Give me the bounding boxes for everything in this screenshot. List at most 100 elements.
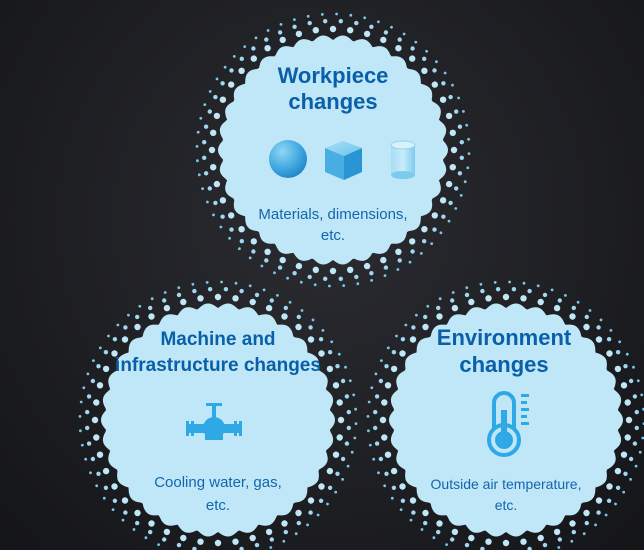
decorative-dot: [207, 287, 213, 292]
decorative-dot: [369, 271, 374, 276]
decorative-dot: [402, 32, 406, 36]
decorative-dot: [443, 71, 447, 75]
decorative-dot: [296, 520, 301, 526]
decorative-dot: [480, 546, 485, 550]
decorative-dot: [570, 539, 574, 543]
machine-infrastructure-changes-badge: Machine and infrastructure changes Cooli…: [101, 303, 335, 537]
decorative-dot: [215, 77, 219, 81]
decorative-dot: [260, 264, 264, 268]
decorative-dot: [527, 288, 532, 294]
decorative-dot: [614, 365, 622, 373]
decorative-dot: [288, 300, 292, 304]
decorative-dot: [338, 276, 343, 281]
decorative-dot: [426, 304, 430, 308]
decorative-dot: [502, 293, 510, 301]
decorative-dot: [228, 212, 235, 219]
decorative-dot: [328, 284, 331, 288]
decorative-dot: [615, 485, 621, 490]
decorative-dot: [606, 350, 613, 357]
decorative-dot: [449, 164, 456, 171]
decorative-dot: [249, 534, 256, 542]
decorative-dot: [537, 298, 544, 306]
decorative-dot: [614, 467, 622, 475]
decorative-dot: [445, 543, 448, 546]
decorative-dot: [269, 298, 274, 303]
decorative-dot: [102, 365, 110, 373]
decorative-dot: [374, 441, 380, 446]
decorative-dot: [251, 249, 256, 254]
decorative-dot: [308, 510, 313, 515]
decorative-dot: [381, 434, 388, 441]
decorative-dot: [451, 528, 459, 536]
decorative-dot: [180, 298, 187, 306]
decorative-dot: [342, 284, 346, 287]
decorative-dot: [384, 364, 389, 369]
decorative-dot: [408, 260, 412, 264]
decorative-dot: [390, 467, 398, 475]
decorative-dot: [281, 313, 288, 320]
decorative-dot: [373, 409, 378, 415]
decorative-dot: [527, 546, 532, 550]
decorative-dot: [308, 325, 313, 330]
decorative-dot: [445, 112, 453, 120]
decorative-dot: [400, 498, 406, 503]
decorative-dot: [564, 294, 567, 297]
decorative-dot: [344, 394, 350, 399]
decorative-dot: [399, 350, 406, 357]
decorative-dot: [279, 256, 286, 264]
decorative-dot: [85, 409, 90, 415]
valve-icon: [186, 403, 242, 440]
decorative-dot: [381, 399, 388, 406]
decorative-dot: [307, 497, 315, 504]
decorative-dot: [337, 416, 345, 424]
decorative-dot: [628, 378, 634, 384]
decorative-dot: [411, 510, 416, 515]
decorative-dot: [86, 372, 90, 376]
decorative-dot: [341, 478, 344, 481]
decorative-dot: [550, 288, 554, 292]
decorative-dot: [234, 281, 238, 285]
decorative-dot: [370, 279, 373, 282]
decorative-dot: [542, 292, 548, 298]
decorative-dot: [449, 129, 456, 136]
decorative-dot: [132, 528, 136, 531]
decorative-dot: [557, 537, 562, 542]
decorative-dot: [463, 180, 467, 184]
decorative-dot: [467, 152, 471, 156]
sphere-icon: [269, 140, 307, 178]
decorative-dot: [354, 274, 359, 280]
decorative-dot: [191, 282, 195, 286]
decorative-dot: [162, 298, 167, 303]
decorative-dot: [116, 323, 120, 327]
decorative-dot: [320, 13, 324, 16]
decorative-dot: [336, 434, 343, 441]
decorative-dot: [326, 502, 329, 506]
decorative-dot: [465, 286, 469, 290]
decorative-dot: [251, 46, 256, 51]
decorative-dot: [86, 394, 92, 399]
decorative-dot: [96, 451, 104, 458]
decorative-dot: [634, 464, 638, 468]
decorative-dot: [520, 538, 527, 545]
decorative-dot: [281, 520, 288, 527]
decorative-dot: [327, 350, 333, 355]
decorative-dot: [299, 280, 303, 284]
decorative-dot: [467, 137, 470, 141]
decorative-dot: [625, 352, 629, 356]
decorative-dot: [363, 262, 371, 270]
decorative-dot: [432, 68, 437, 73]
decorative-dot: [264, 258, 269, 263]
decorative-dot: [229, 68, 234, 73]
decorative-dot: [229, 227, 234, 232]
decorative-dot: [346, 409, 351, 415]
decorative-dot: [595, 497, 603, 504]
decorative-dot: [425, 49, 428, 53]
decorative-dot: [205, 281, 209, 284]
decorative-dot: [294, 532, 298, 536]
decorative-dot: [79, 400, 83, 404]
decorative-dot: [569, 313, 576, 320]
decorative-dot: [354, 422, 358, 425]
decorative-dot: [634, 425, 639, 431]
workpiece-desc-line1: Materials, dimensions,: [258, 206, 407, 223]
